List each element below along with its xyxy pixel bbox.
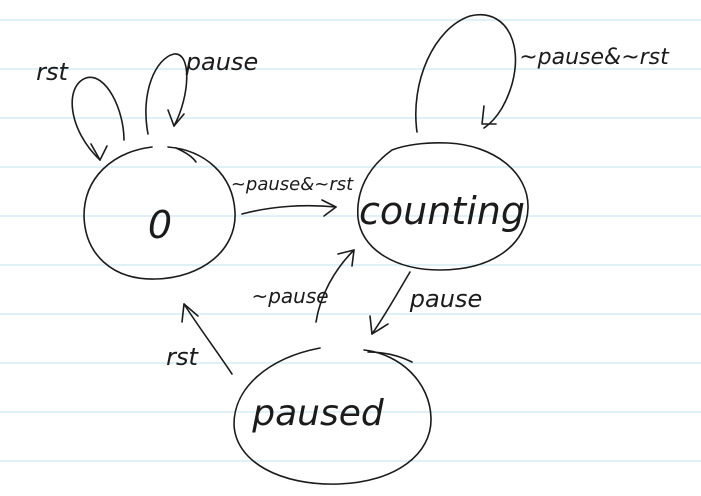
paused-to-counting-arrowhead xyxy=(337,249,355,267)
state-idle: 0 xyxy=(83,146,236,280)
paused-to-counting-label: ~pause xyxy=(251,284,328,308)
transition-idle-to-counting: ~pause&~rst xyxy=(231,174,354,217)
transition-idle-self-pause: pause xyxy=(145,48,258,135)
ruled-lines xyxy=(0,19,701,462)
idle-to-counting-arrow xyxy=(241,204,337,215)
idle-reset-label: rst xyxy=(36,58,69,86)
counting-to-paused-label: pause xyxy=(409,285,482,313)
transition-counting-to-paused: pause xyxy=(369,271,482,335)
idle-reset-arrowhead xyxy=(90,143,108,161)
idle-pause-loop xyxy=(145,53,188,135)
counting-to-paused-arrow xyxy=(371,271,411,335)
transition-counting-self: ~pause&~rst xyxy=(415,13,670,133)
state-idle-label: 0 xyxy=(148,203,172,247)
paused-to-idle-arrowhead xyxy=(181,303,199,323)
state-counting: counting xyxy=(356,142,529,271)
transition-idle-self-reset: rst xyxy=(36,58,125,161)
transition-paused-to-idle: rst xyxy=(166,303,233,375)
counting-to-paused-arrowhead xyxy=(369,315,389,335)
counting-self-arrowhead xyxy=(481,105,497,125)
state-paused-outline xyxy=(233,347,432,485)
counting-self-label: ~pause&~rst xyxy=(519,45,670,70)
state-paused: paused xyxy=(233,347,432,485)
state-counting-label: counting xyxy=(359,189,525,233)
state-idle-outline xyxy=(83,146,236,280)
idle-pause-arrowhead xyxy=(167,109,185,127)
state-paused-label: paused xyxy=(251,393,385,434)
state-paused-outline-overlap xyxy=(367,351,413,363)
state-idle-outline-overlap xyxy=(175,147,197,163)
paused-to-idle-label: rst xyxy=(166,343,199,371)
paused-to-counting-arrow xyxy=(315,249,355,323)
transition-paused-to-counting: ~pause xyxy=(251,249,355,323)
counting-self-loop xyxy=(415,13,517,133)
state-counting-outline xyxy=(356,142,529,271)
idle-reset-loop xyxy=(71,76,125,161)
idle-to-counting-arrowhead xyxy=(321,199,337,217)
idle-pause-label: pause xyxy=(185,48,258,76)
idle-to-counting-label: ~pause&~rst xyxy=(231,174,354,195)
paused-to-idle-arrow xyxy=(183,303,233,375)
